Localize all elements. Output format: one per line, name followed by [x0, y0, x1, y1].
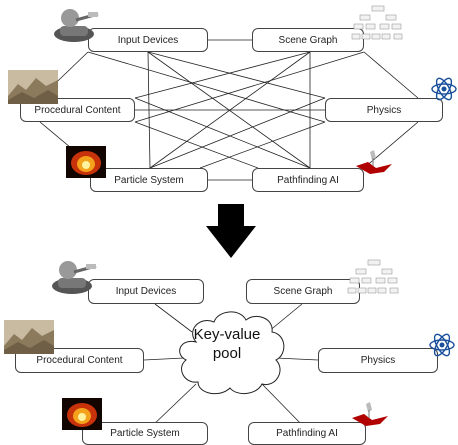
atom-icon: [431, 77, 457, 101]
joystick-icon: [52, 261, 97, 294]
pool-line-1: Key-value: [193, 326, 261, 343]
pool-line-2: pool: [212, 345, 242, 362]
atom-icon: [429, 333, 455, 357]
fire-icon: [66, 146, 106, 178]
joystick-icon: [54, 9, 99, 42]
down-arrow-icon: [206, 204, 256, 258]
bottom-scene-graph-box: Scene Graph: [246, 279, 360, 304]
terrain-icon: [8, 70, 58, 104]
top-pathfinding-ai-box: Pathfinding AI: [252, 168, 364, 192]
top-particle-system-box: Particle System: [90, 168, 208, 192]
tree-hierarchy-icon: [347, 259, 399, 294]
top-physics-box: Physics: [325, 98, 443, 122]
terrain-icon: [4, 320, 54, 354]
top-input-devices-box: Input Devices: [88, 28, 208, 52]
fire-icon: [62, 398, 102, 430]
pathfinding-map-icon: [356, 150, 392, 174]
cloud-icon: [179, 311, 285, 395]
bottom-pathfinding-ai-box: Pathfinding AI: [248, 422, 366, 445]
tree-hierarchy-icon: [351, 5, 403, 40]
key-value-pool-label: Key-value pool: [182, 325, 272, 363]
pathfinding-map-icon: [352, 402, 388, 426]
bottom-input-devices-box: Input Devices: [88, 279, 204, 304]
bottom-physics-box: Physics: [318, 348, 438, 373]
top-scene-graph-box: Scene Graph: [252, 28, 364, 52]
